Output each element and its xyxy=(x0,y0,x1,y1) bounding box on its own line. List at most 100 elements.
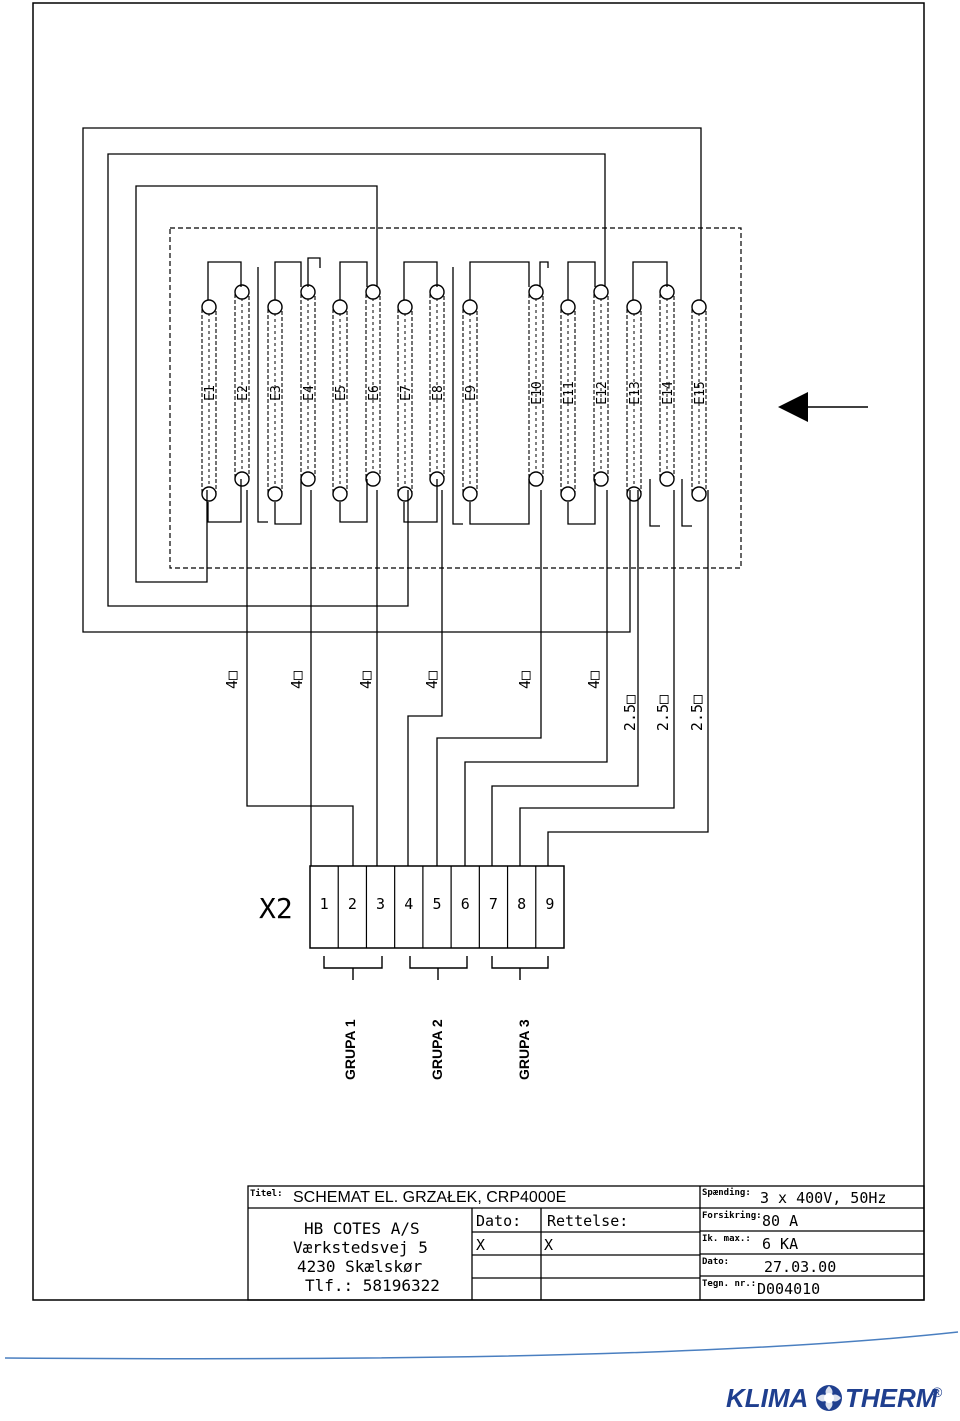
company-line-2: Værkstedsvej 5 xyxy=(293,1238,428,1257)
drawing-title: SCHEMAT EL. GRZAŁEK, CRP4000E xyxy=(293,1189,566,1206)
logo-registered-mark: ® xyxy=(932,1384,943,1400)
terminal-5: 5 xyxy=(432,895,441,913)
heater-terminal xyxy=(300,471,316,487)
heater-e10: E10 xyxy=(528,284,545,487)
terminal-block xyxy=(309,865,565,949)
group-label-1: GRUPA 1 xyxy=(342,1019,358,1080)
klima-therm-logo: KLIMA THERM ® xyxy=(726,1383,943,1413)
heater-e7: E7 xyxy=(397,299,414,502)
heater-terminal xyxy=(626,486,642,502)
heater-label: E9 xyxy=(464,385,479,401)
wire-size-label: 4□ xyxy=(223,671,241,689)
group-label-3: GRUPA 3 xyxy=(516,1019,532,1080)
heater-e1: E1 xyxy=(201,299,218,502)
supply-wiring xyxy=(82,127,709,866)
heater-terminal xyxy=(462,299,478,315)
heater-e15: E15 xyxy=(691,299,708,502)
wire-size-label: 2.5□ xyxy=(654,695,672,731)
heater-e8: E8 xyxy=(429,284,446,487)
heater-terminal xyxy=(462,486,478,502)
forsikring-label: Forsikring: xyxy=(702,1210,762,1221)
heater-terminal xyxy=(397,299,413,315)
heater-terminal xyxy=(593,471,609,487)
heater-terminal xyxy=(691,486,707,502)
heater-terminal xyxy=(234,471,250,487)
terminal-7: 7 xyxy=(489,895,498,913)
heater-elements: E1 E2 E3 E4 E5 E6 E7 E8 E9 E10 E11 E12 E13 E14 E15 xyxy=(201,284,708,502)
heater-label: E1 xyxy=(203,385,218,401)
dato-value: X xyxy=(476,1236,485,1254)
heater-links xyxy=(207,257,692,527)
heater-label: E2 xyxy=(236,385,251,401)
terminal-2: 2 xyxy=(348,895,357,913)
company-line-3: 4230 Skælskør xyxy=(297,1257,423,1276)
spending-value: 3 x 400V, 50Hz xyxy=(760,1189,886,1207)
heater-e11: E11 xyxy=(560,299,577,502)
heater-terminal xyxy=(659,471,675,487)
heater-terminal xyxy=(201,299,217,315)
tegn-value: D004010 xyxy=(757,1280,820,1298)
wire-size-label: 4□ xyxy=(516,671,534,689)
terminal-3: 3 xyxy=(376,895,385,913)
dato-label: Dato: xyxy=(476,1212,521,1230)
terminal-block-label: X2 xyxy=(259,892,293,925)
terminal-9: 9 xyxy=(545,895,554,913)
heater-label: E15 xyxy=(693,381,708,404)
footer-swoosh xyxy=(4,1331,959,1360)
group-brackets xyxy=(323,956,549,980)
heater-terminal xyxy=(528,284,544,300)
wire-size-labels: 4□4□4□4□4□4□2.5□2.5□2.5□ xyxy=(223,671,706,731)
heater-e6: E6 xyxy=(365,284,382,487)
heater-e5: E5 xyxy=(332,299,349,502)
heater-label: E4 xyxy=(302,385,317,401)
forsikring-value: 80 A xyxy=(762,1212,798,1230)
title-block xyxy=(247,1185,925,1301)
heater-e3: E3 xyxy=(267,299,284,502)
heater-terminal xyxy=(560,299,576,315)
heater-label: E5 xyxy=(334,385,349,401)
heater-e2: E2 xyxy=(234,284,251,487)
drawing-frame xyxy=(32,2,925,1301)
heater-terminal xyxy=(626,299,642,315)
heater-enclosure xyxy=(169,227,742,569)
spending-label: Spænding: xyxy=(702,1187,751,1198)
group-label-2: GRUPA 2 xyxy=(429,1019,445,1080)
airflow-arrow xyxy=(778,392,868,422)
heater-terminal xyxy=(365,471,381,487)
terminal-list: 1 2 3 4 5 6 7 8 9 xyxy=(320,866,554,948)
terminal-1: 1 xyxy=(320,895,329,913)
heater-label: E11 xyxy=(562,381,577,404)
heater-label: E14 xyxy=(661,381,676,405)
heater-label: E3 xyxy=(269,385,284,401)
tegn-label: Tegn. nr.: xyxy=(702,1279,756,1289)
dato2-value: 27.03.00 xyxy=(764,1258,836,1276)
heater-label: E7 xyxy=(399,385,414,401)
heater-label: E10 xyxy=(530,381,545,404)
wire-size-label: 4□ xyxy=(585,671,603,689)
ik-label: Ik. max.: xyxy=(702,1234,751,1244)
company-line-4: Tlf.: 58196322 xyxy=(305,1276,440,1295)
heater-e9: E9 xyxy=(462,299,479,502)
heater-label: E13 xyxy=(628,381,643,404)
wire-size-label: 4□ xyxy=(423,671,441,689)
heater-terminal xyxy=(560,486,576,502)
ik-value: 6 KA xyxy=(762,1235,798,1253)
terminal-4: 4 xyxy=(404,895,413,913)
titel-label: Titel: xyxy=(250,1188,283,1199)
heater-e12: E12 xyxy=(593,284,610,487)
heater-e13: E13 xyxy=(626,299,643,502)
heater-terminal xyxy=(659,284,675,300)
terminal-8: 8 xyxy=(517,895,526,913)
terminal-6: 6 xyxy=(461,895,470,913)
heater-terminal xyxy=(267,486,283,502)
heater-terminal xyxy=(528,471,544,487)
rettelse-value: X xyxy=(544,1236,553,1254)
heater-terminal xyxy=(234,284,250,300)
heater-label: E12 xyxy=(595,381,610,404)
heater-e4: E4 xyxy=(300,284,317,487)
heater-terminal xyxy=(332,486,348,502)
heater-terminal xyxy=(593,284,609,300)
heater-terminal xyxy=(397,486,413,502)
heater-terminal xyxy=(429,284,445,300)
